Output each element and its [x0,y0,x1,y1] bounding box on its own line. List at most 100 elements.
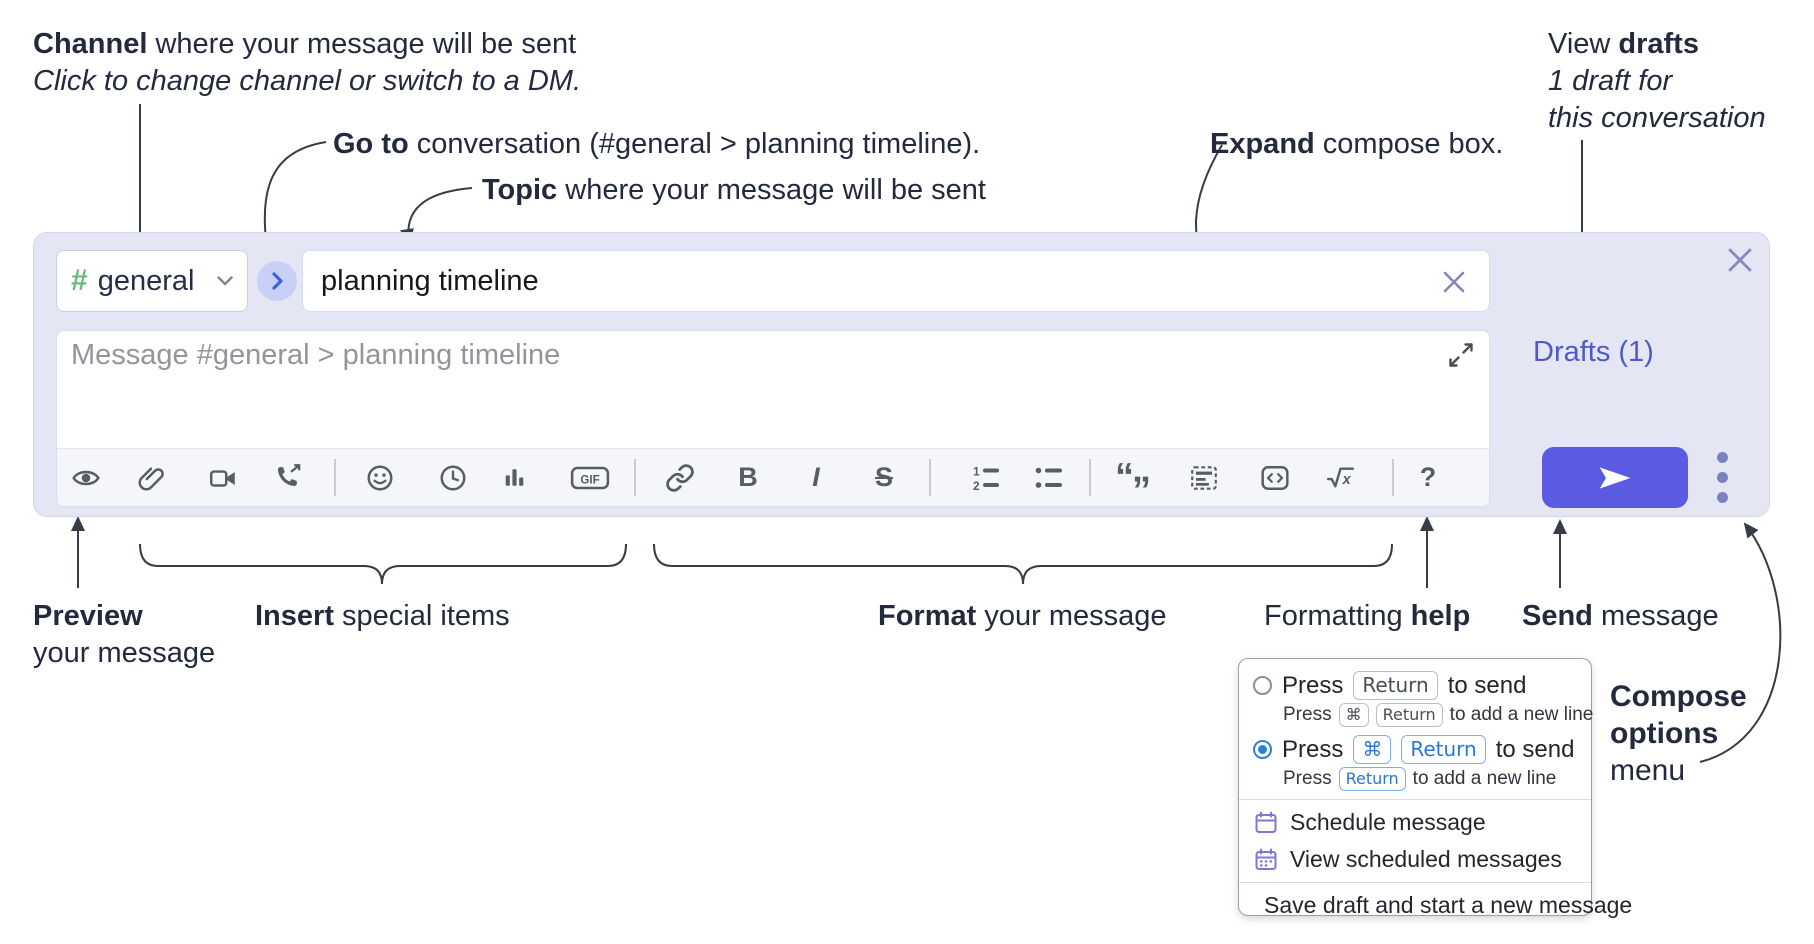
close-icon [1443,271,1465,293]
clock-icon [440,465,466,490]
chevron-right-icon [271,272,283,290]
video-call-button[interactable] [205,460,241,496]
annotation-preview: Preview your message [33,600,216,669]
latex-math-icon: x [1326,467,1354,488]
kbd-cmd: ⌘ [1353,735,1392,764]
menu-divider [1239,882,1591,883]
audio-call-button[interactable] [270,460,306,496]
toolbar-divider [1089,459,1091,496]
smiley-icon [367,465,393,490]
poll-button[interactable] [496,460,532,496]
message-formatting-help-button[interactable]: ? [1410,460,1446,496]
video-camera-icon [209,469,235,487]
annotation-expand: Expand compose box. [1210,128,1504,160]
annotation-compose-options: Compose options menu [1610,680,1747,787]
spoiler-icon [1191,465,1217,490]
kbd-cmd: ⌘ [1338,703,1369,727]
annotation-format: Format your message [878,600,1167,632]
menu-item-save-draft-new-message[interactable]: Save draft and start a new message [1239,887,1632,924]
chevron-down-icon [217,276,233,286]
topic-clear-button[interactable] [1438,266,1470,298]
link-button[interactable] [662,460,698,496]
menu-divider [1239,799,1591,800]
calendar-clock-icon [1255,848,1277,870]
question-mark-icon: ? [1419,462,1437,492]
option-return-to-send[interactable]: Press Return to send [1239,671,1591,700]
compose-options-button[interactable] [1704,447,1740,508]
preview-button[interactable] [68,460,104,496]
quote-button[interactable]: “ ” [1113,455,1155,512]
radio-unselected-icon[interactable] [1253,676,1272,695]
channel-hash-icon: # [71,264,88,297]
link-icon [666,463,694,492]
bold-button[interactable]: B [730,460,766,496]
quote-icon: “ ” [1115,455,1151,512]
italic-button[interactable]: I [798,460,834,496]
topic-input[interactable] [302,250,1490,312]
bulleted-list-icon [1035,467,1062,488]
annotation-formatting-help: Formatting help [1264,600,1471,632]
message-input[interactable] [71,339,1405,441]
gif-icon: GIF [570,466,610,489]
annotation-insert: Insert special items [255,600,510,632]
brace-insert [139,543,627,585]
compose-toolbar: GIF B I S [57,448,1489,512]
paperclip-icon [138,467,164,491]
toolbar-divider [634,459,636,496]
close-icon [1728,248,1752,272]
vertical-ellipsis-icon [1716,452,1728,463]
toolbar-divider [929,459,931,496]
annotation-send: Send message [1522,600,1719,632]
menu-item-view-scheduled-messages[interactable]: View scheduled messages [1239,841,1591,878]
svg-text:1: 1 [973,464,980,478]
expand-compose-button[interactable] [1445,339,1477,371]
toolbar-divider [334,459,336,496]
option-return-subtext: Press ⌘ Return to add a new line [1283,703,1594,727]
channel-selector[interactable]: # general [56,250,248,312]
brace-format [653,543,1393,585]
phone-outgoing-icon [277,464,300,486]
attach-file-button[interactable] [133,460,169,496]
bold-icon: B [738,462,758,492]
svg-text:2: 2 [973,479,980,493]
emoji-button[interactable] [362,460,398,496]
drafts-link[interactable]: Drafts (1) [1533,336,1654,368]
code-icon [1261,465,1289,490]
global-time-button[interactable] [435,460,471,496]
kbd-return: Return [1338,767,1406,791]
kbd-return: Return [1401,735,1486,764]
send-icon [1599,466,1631,489]
code-button[interactable] [1257,460,1293,496]
italic-icon: I [812,462,820,492]
spoiler-button[interactable] [1186,460,1222,496]
compose-options-menu: Press Return to send Press ⌘ Return to a… [1238,658,1632,918]
eye-icon [72,470,100,485]
annotation-view-drafts: View drafts 1 draft for this conversatio… [1548,28,1766,134]
annotation-topic: Topic where your message will be sent [482,174,986,206]
go-to-conversation-button[interactable] [257,261,297,301]
strikethrough-button[interactable]: S [866,460,902,496]
svg-text:x: x [1341,472,1351,488]
kbd-return: Return [1375,703,1443,727]
channel-name: general [97,264,195,297]
compose-close-button[interactable] [1722,242,1758,278]
strikethrough-icon: S [874,462,893,492]
svg-text:GIF: GIF [580,474,599,486]
numbered-list-button[interactable]: 1 2 [968,460,1004,496]
bar-chart-icon [505,469,523,486]
calendar-icon [1255,811,1277,833]
send-button[interactable] [1542,447,1688,508]
option-cmd-return-subtext: Press Return to add a new line [1283,767,1557,791]
message-box: GIF B I S [56,330,1490,512]
expand-icon [1449,343,1473,367]
bulleted-list-button[interactable] [1031,460,1067,496]
option-cmd-return-to-send[interactable]: Press ⌘ Return to send [1239,735,1591,764]
annotation-goto: Go to conversation (#general > planning … [333,128,981,160]
numbered-list-icon: 1 2 [973,464,999,493]
gif-button[interactable]: GIF [568,460,612,496]
math-button[interactable]: x [1322,460,1358,496]
radio-selected-icon[interactable] [1253,740,1272,759]
menu-item-schedule-message[interactable]: Schedule message [1239,804,1591,841]
kbd-return: Return [1353,671,1438,700]
